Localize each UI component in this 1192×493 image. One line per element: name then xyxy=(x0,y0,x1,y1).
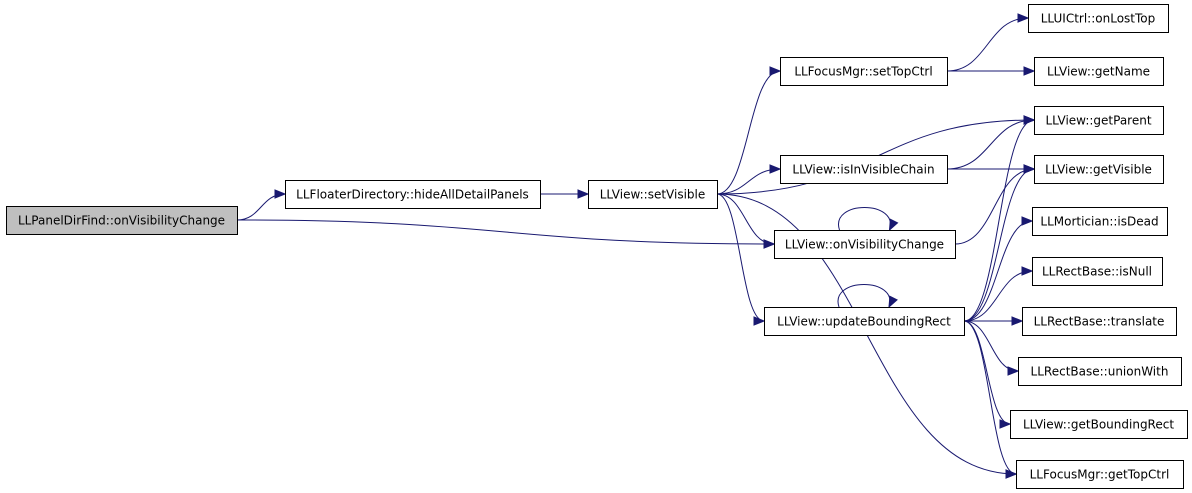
edge-hide-to-setvis-arrow xyxy=(577,189,590,199)
node-setvis[interactable]: LLView::setVisible xyxy=(588,180,718,209)
edge-upd-to-upd-arrow xyxy=(888,295,898,309)
node-isnull-label: LLRectBase::isNull xyxy=(1042,265,1152,279)
edge-setvis-to-upd xyxy=(716,193,765,322)
node-getparent-box xyxy=(1034,106,1164,135)
node-onvis-label: LLView::onVisibilityChange xyxy=(785,238,944,252)
node-getparent-label: LLView::getParent xyxy=(1045,114,1151,128)
node-union-label: LLRectBase::unionWith xyxy=(1031,365,1169,379)
node-settop-label: LLFocusMgr::setTopCtrl xyxy=(794,65,932,79)
node-lost-label: LLUICtrl::onLostTop xyxy=(1041,12,1156,26)
edge-upd-to-getbr xyxy=(963,320,1011,425)
node-getname-label: LLView::getName xyxy=(1047,65,1150,79)
node-root-box xyxy=(6,206,238,235)
node-getvisible-label: LLView::getVisible xyxy=(1045,163,1152,177)
edge-settop-to-getname-arrow xyxy=(1023,66,1036,76)
node-getvisible[interactable]: LLView::getVisible xyxy=(1034,155,1164,184)
node-isinvis-box xyxy=(780,155,948,184)
node-setvis-box xyxy=(588,180,718,209)
edge-root-to-hide-arrow xyxy=(274,189,287,199)
node-hide-box xyxy=(285,180,541,209)
node-hide-label: LLFloaterDirectory::hideAllDetailPanels xyxy=(296,188,529,202)
node-lost[interactable]: LLUICtrl::onLostTop xyxy=(1028,4,1169,33)
edge-upd-to-translate-arrow xyxy=(1011,316,1024,326)
node-getparent[interactable]: LLView::getParent xyxy=(1034,106,1164,135)
node-upd-box xyxy=(764,307,965,336)
edge-setvis-to-upd-arrow xyxy=(753,316,766,326)
edge-settop-to-lost-arrow xyxy=(1017,13,1030,23)
edge-root-to-onvis xyxy=(236,219,775,245)
edge-upd-to-gettop xyxy=(963,320,1017,475)
node-isdead-box xyxy=(1032,207,1168,236)
node-translate-box xyxy=(1022,307,1177,336)
node-isdead-label: LLMortician::isDead xyxy=(1040,215,1158,229)
node-upd[interactable]: LLView::updateBoundingRect xyxy=(764,307,965,336)
node-isdead[interactable]: LLMortician::isDead xyxy=(1032,207,1168,236)
node-root[interactable]: LLPanelDirFind::onVisibilityChange xyxy=(6,206,238,235)
node-union-box xyxy=(1018,357,1182,386)
edge-upd-to-getparent xyxy=(963,119,1035,322)
edge-upd-to-union xyxy=(963,320,1019,372)
node-translate-label: LLRectBase::translate xyxy=(1034,315,1165,329)
node-layer: LLPanelDirFind::onVisibilityChange LLFloa… xyxy=(6,4,1188,489)
edge-root-to-hide xyxy=(236,193,286,221)
node-hide[interactable]: LLFloaterDirectory::hideAllDetailPanels xyxy=(285,180,541,209)
edge-upd-to-isdead-arrow xyxy=(1021,216,1034,226)
edge-onvis-to-getvisible xyxy=(954,168,1035,245)
node-settop[interactable]: LLFocusMgr::setTopCtrl xyxy=(780,57,948,86)
node-onvis[interactable]: LLView::onVisibilityChange xyxy=(774,230,956,259)
edge-upd-to-getbr-arrow xyxy=(999,419,1012,429)
edge-upd-to-isnull-arrow xyxy=(1021,266,1034,276)
node-setvis-label: LLView::setVisible xyxy=(600,188,706,202)
node-isnull[interactable]: LLRectBase::isNull xyxy=(1032,257,1163,286)
edge-upd-to-getvisible-arrow xyxy=(1023,164,1036,174)
node-settop-box xyxy=(780,57,948,86)
node-isnull-box xyxy=(1032,257,1163,286)
edge-isinvis-to-getparent xyxy=(946,119,1035,170)
node-union[interactable]: LLRectBase::unionWith xyxy=(1018,357,1182,386)
edge-setvis-to-isinvis-arrow xyxy=(769,164,782,174)
node-root-label: LLPanelDirFind::onVisibilityChange xyxy=(18,214,225,228)
node-isinvis-label: LLView::isInVisibleChain xyxy=(792,163,934,177)
node-getbr-box xyxy=(1010,410,1188,439)
node-getbr[interactable]: LLView::getBoundingRect xyxy=(1010,410,1188,439)
edge-upd-to-gettop-arrow xyxy=(1005,469,1018,479)
node-getvisible-box xyxy=(1034,155,1164,184)
node-getbr-label: LLView::getBoundingRect xyxy=(1023,418,1174,432)
edge-onvis-to-onvis xyxy=(838,207,891,231)
node-isinvis[interactable]: LLView::isInVisibleChain xyxy=(780,155,948,184)
node-gettop-box xyxy=(1016,460,1184,489)
node-upd-label: LLView::updateBoundingRect xyxy=(777,315,951,329)
node-getname-box xyxy=(1034,57,1164,86)
edge-setvis-to-settop xyxy=(716,70,781,195)
node-gettop-label: LLFocusMgr::getTopCtrl xyxy=(1030,468,1170,482)
edge-upd-to-isnull xyxy=(963,270,1033,322)
edge-settop-to-lost xyxy=(946,17,1029,72)
node-lost-box xyxy=(1028,4,1169,33)
edge-upd-to-getparent-arrow xyxy=(1023,115,1036,125)
edge-setvis-to-settop-arrow xyxy=(769,66,782,76)
edge-upd-to-getvisible xyxy=(963,168,1035,322)
edge-upd-to-union-arrow xyxy=(1007,366,1020,376)
node-onvis-box xyxy=(774,230,956,259)
node-translate[interactable]: LLRectBase::translate xyxy=(1022,307,1177,336)
edge-onvis-to-onvis-arrow xyxy=(888,218,899,232)
edge-setvis-to-onvis-arrow xyxy=(763,239,776,249)
node-getname[interactable]: LLView::getName xyxy=(1034,57,1164,86)
node-gettop[interactable]: LLFocusMgr::getTopCtrl xyxy=(1016,460,1184,489)
